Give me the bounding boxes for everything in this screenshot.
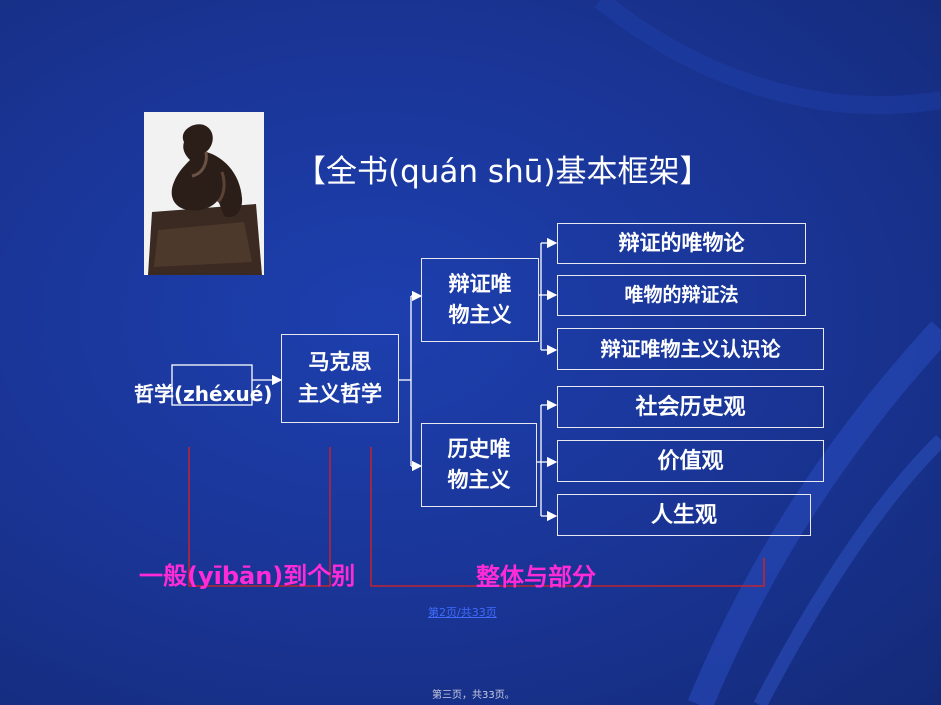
footer-text: 第三页，共33页。 [432, 690, 515, 701]
thinker-statue-image [144, 112, 264, 275]
historical-item-1: 社会历史观 [557, 386, 824, 428]
historical-item-3-label: 人生观 [650, 502, 717, 528]
historical-line1: 历史唯 [447, 436, 511, 461]
philosophy-label: 哲学(zhéxué) [134, 382, 273, 406]
dialectical-item-2: 唯物的辩证法 [557, 275, 806, 316]
dialectical-line2: 物主义 [448, 303, 512, 327]
dialectical-item-1: 辩证的唯物论 [557, 223, 806, 264]
general-to-particular-label: 一般(yībān)到个别 [139, 562, 356, 590]
marxist-philosophy-box: 马克思 主义哲学 [281, 334, 399, 423]
marxism-line1: 马克思 [308, 350, 372, 374]
dialectical-line1: 辩证唯 [448, 271, 512, 296]
marxism-line2: 主义哲学 [298, 381, 382, 406]
historical-line2: 物主义 [447, 468, 511, 492]
dialectical-item-3: 辩证唯物主义认识论 [557, 328, 824, 370]
page-title: 【全书(quán shū)基本框架】 [295, 154, 711, 190]
historical-item-2: 价值观 [557, 440, 824, 482]
dialectical-item-1-label: 辩证的唯物论 [618, 230, 745, 255]
historical-materialism-box: 历史唯 物主义 [421, 423, 537, 507]
dialectical-item-3-label: 辩证唯物主义认识论 [600, 337, 781, 361]
page-indicator[interactable]: 第2页/共33页 [428, 606, 497, 619]
dialectical-item-2-label: 唯物的辩证法 [624, 284, 739, 307]
dialectical-materialism-box: 辩证唯 物主义 [421, 258, 539, 342]
historical-item-1-label: 社会历史观 [635, 394, 746, 420]
whole-and-parts-label: 整体与部分 [476, 563, 596, 591]
historical-item-2-label: 价值观 [657, 448, 724, 474]
historical-item-3: 人生观 [557, 494, 811, 536]
